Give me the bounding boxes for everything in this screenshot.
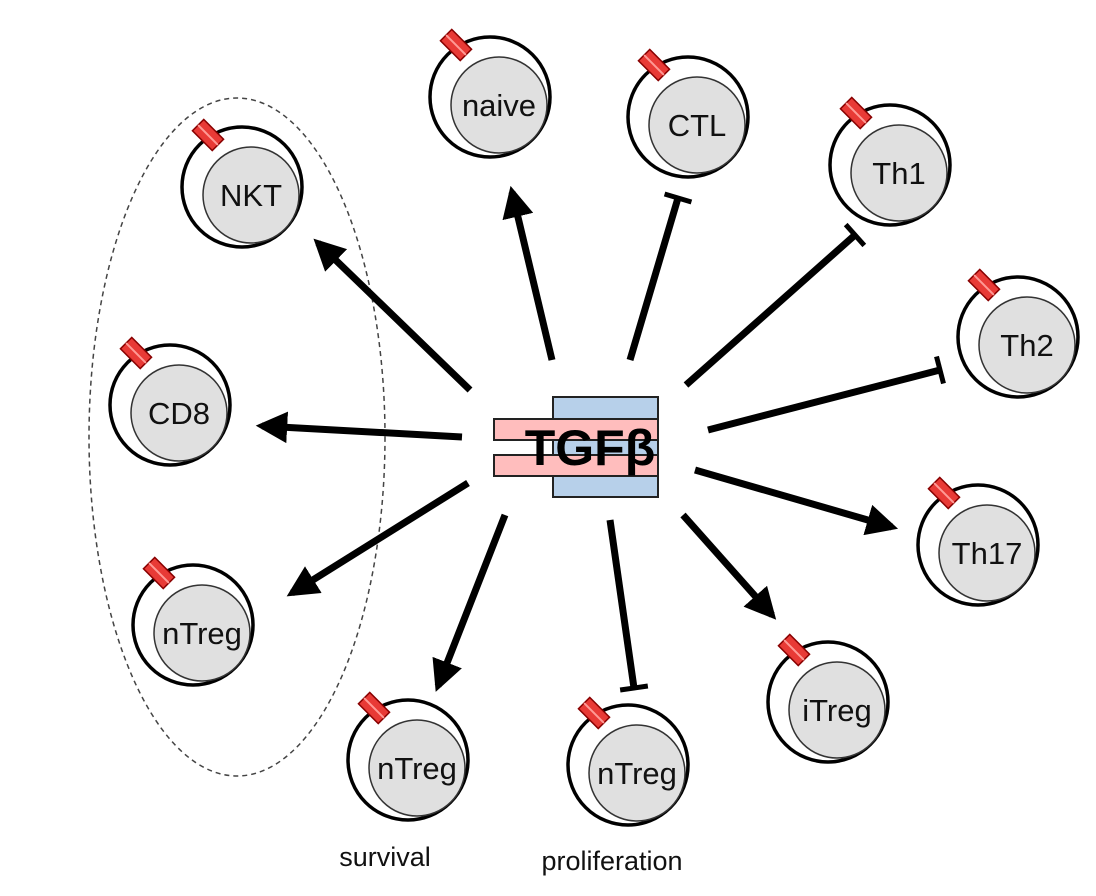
tgfb-receptor-icon [191,118,225,152]
cell-label: CD8 [148,396,210,431]
cell-nucleus [588,724,686,822]
cell-nucleus [153,584,251,682]
inhibition-edge [683,232,858,388]
cell-nucleus [368,719,466,817]
tgfb-ligand-bar [493,454,659,477]
tgfb-receptor-icon [142,556,176,590]
cell-label: Th1 [872,156,925,191]
cell-nucleus [648,76,746,174]
activation-arrow [313,238,473,393]
cell-naive[interactable]: naive [428,28,552,159]
cell-nucleus [130,364,228,462]
edges [255,185,946,693]
cell-label: naive [462,88,536,123]
inhibition-edge [707,366,941,434]
cell-th1[interactable]: Th1 [828,96,952,227]
activation-arrow [255,411,463,444]
tgfb-receptor-icon [357,691,391,725]
tgfb-receptor-icon [839,96,873,130]
cell-cd8[interactable]: CD8 [108,336,232,467]
tgfb-receptor-icon [577,696,611,730]
tgfb-ligand-bar [493,418,659,441]
cell-itreg[interactable]: iTreg [766,633,890,764]
cell-nucleus [450,56,548,154]
cell-label: nTreg [162,616,242,651]
inhibition-bar [934,355,946,385]
proliferation-caption: proliferation [541,846,682,876]
tgfb-receptor-icon [927,476,961,510]
tgfb-receptor-icon [637,48,671,82]
inhibition-edge [606,519,638,689]
cell-ctl[interactable]: CTL [626,48,750,179]
cell-ntreg-proliferation[interactable]: nTreg [566,696,690,827]
cell-nucleus [202,146,300,244]
inhibition-bar [619,683,649,693]
tgfb-complex: TGFβ [493,396,659,498]
activation-arrow [502,185,556,361]
inhibition-bar [843,222,867,248]
cells: NKT CD8 nTreg nTreg nTreg iTreg Th17 Th2 Th1 CTL n… [108,28,1080,827]
cell-ntreg-left[interactable]: nTreg [131,556,255,687]
cell-label: Th2 [1000,328,1053,363]
cell-nucleus [938,504,1036,602]
tgfb-receptor [552,396,659,498]
cell-nucleus [788,661,886,759]
cell-ntreg-survival[interactable]: nTreg [346,691,470,822]
survival-caption: survival [339,842,431,872]
inhibition-edge [626,197,682,361]
tgfb-label: TGFβ [525,420,656,476]
cell-nucleus [978,296,1076,394]
innate-like-group-outline [88,97,386,777]
cell-th17[interactable]: Th17 [916,476,1040,607]
activation-arrow [286,480,470,597]
cell-label: CTL [668,108,727,143]
activation-arrow [432,513,509,692]
cell-label: iTreg [802,693,871,728]
cell-label: NKT [220,178,282,213]
cell-label: nTreg [597,756,677,791]
tgfb-receptor-icon [777,633,811,667]
tgfb-receptor-icon [119,336,153,370]
cell-nkt[interactable]: NKT [180,118,304,249]
tgfb-receptor-icon [967,268,1001,302]
cell-th2[interactable]: Th2 [956,268,1080,399]
tgfb-receptor-icon [439,28,473,62]
cell-label: Th17 [952,536,1023,571]
activation-arrow [694,466,899,536]
activation-arrow [680,512,777,620]
inhibition-bar [663,191,693,205]
cell-nucleus [850,124,948,222]
cell-label: nTreg [377,751,457,786]
